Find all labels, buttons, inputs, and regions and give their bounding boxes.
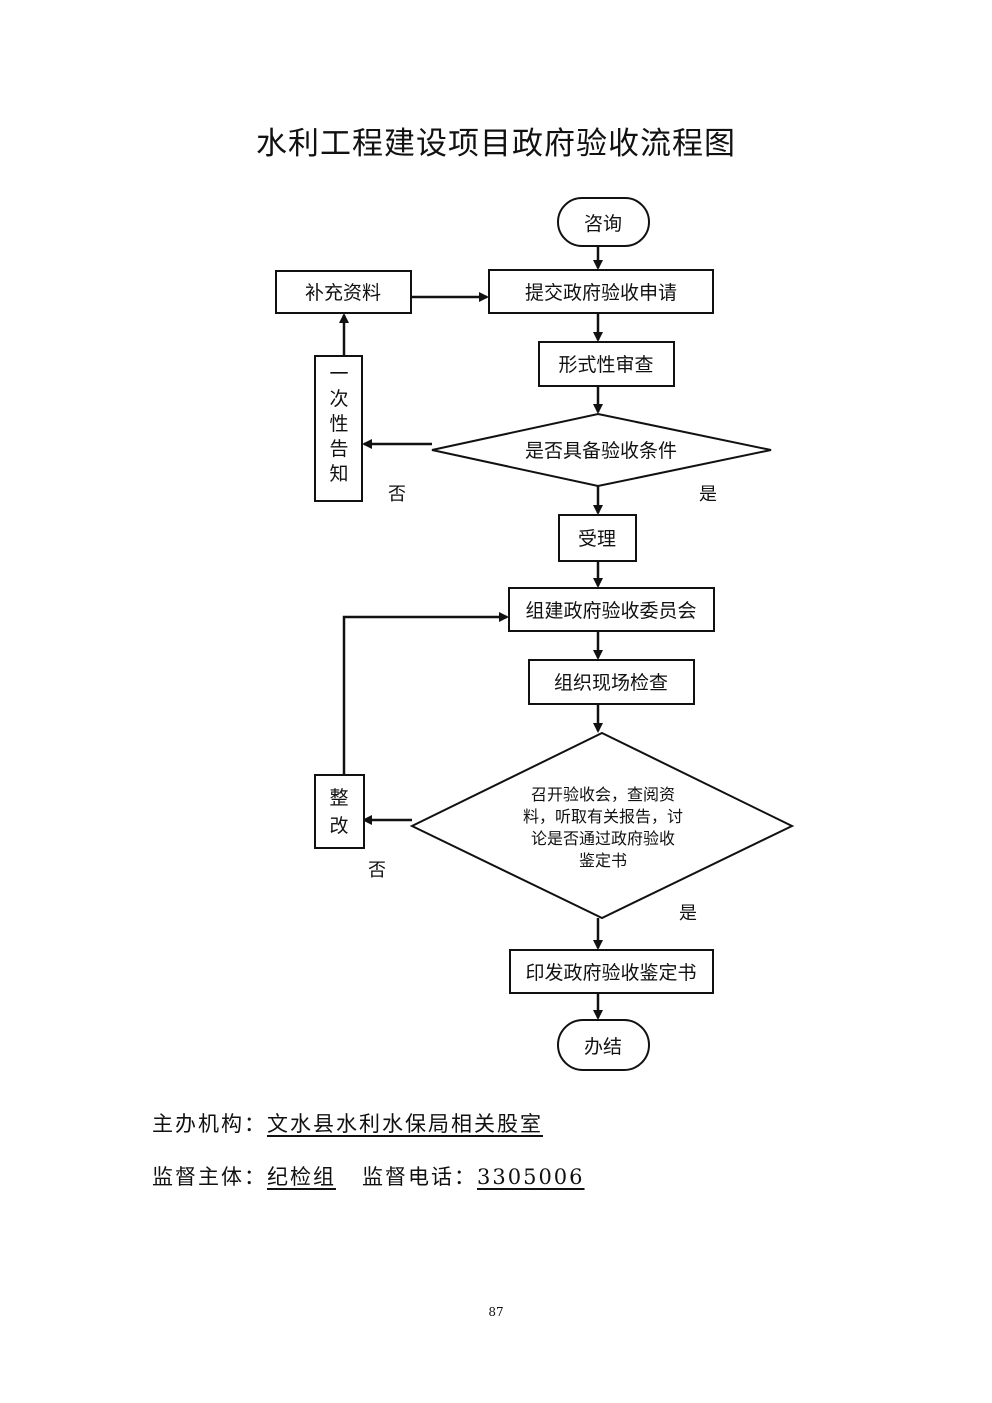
node-committee-label: 组建政府验收委员会 [525, 600, 696, 622]
supervisor-info-row: 监督主体：纪检组 监督电话：3305006 [152, 1161, 585, 1191]
node-committee: 组建政府验收委员会 [508, 587, 715, 632]
node-rectify: 整改 [314, 774, 365, 849]
node-submit: 提交政府验收申请 [488, 269, 714, 314]
phone-value: 3305006 [477, 1165, 585, 1189]
node-submit-label: 提交政府验收申请 [525, 282, 677, 304]
node-formal-review-label: 形式性审查 [558, 354, 653, 376]
page-number: 87 [488, 1305, 504, 1319]
node-accept-label: 受理 [578, 528, 616, 550]
supervisor-value: 纪检组 [267, 1165, 336, 1189]
org-label: 主办机构： [152, 1112, 267, 1136]
node-issue: 印发政府验收鉴定书 [509, 949, 714, 994]
branch-no-label-1: 否 [388, 484, 406, 505]
branch-yes-label-1: 是 [699, 484, 717, 505]
branch-yes-label-2: 是 [679, 903, 697, 924]
node-notify-label: 一次性告知 [329, 363, 348, 485]
node-notify: 一次性告知 [314, 355, 363, 502]
node-consult: 咨询 [557, 197, 650, 247]
org-info-row: 主办机构：文水县水利水保局相关股室 [152, 1108, 543, 1138]
node-finish: 办结 [557, 1019, 650, 1071]
node-accept: 受理 [558, 514, 637, 562]
node-finish-label: 办结 [584, 1036, 622, 1058]
phone-label: 监督电话： [362, 1165, 477, 1189]
node-supplement: 补充资料 [275, 270, 412, 314]
supervisor-label: 监督主体： [152, 1165, 267, 1189]
node-site-check-label: 组织现场检查 [554, 672, 668, 694]
node-meeting-label: 召开验收会，查阅资料，听取有关报告，讨论是否通过政府验收鉴定书 [523, 785, 683, 870]
node-condition-check: 是否具备验收条件 [431, 412, 772, 488]
node-meeting: 召开验收会，查阅资料，听取有关报告，讨论是否通过政府验收鉴定书 [409, 731, 795, 920]
node-condition-check-label: 是否具备验收条件 [525, 440, 677, 462]
node-site-check: 组织现场检查 [528, 659, 695, 705]
flowchart: 咨询 提交政府验收申请 补充资料 形式性审查 是否具备验收条件 一次性告知 受理… [275, 197, 795, 1071]
node-consult-label: 咨询 [584, 213, 622, 235]
node-supplement-label: 补充资料 [305, 282, 381, 304]
org-value: 文水县水利水保局相关股室 [267, 1112, 543, 1136]
node-formal-review: 形式性审查 [538, 341, 675, 387]
node-issue-label: 印发政府验收鉴定书 [525, 962, 696, 984]
page-title: 水利工程建设项目政府验收流程图 [256, 126, 736, 162]
branch-no-label-2: 否 [368, 860, 386, 881]
arrow-rectify-committee [342, 612, 509, 775]
node-rectify-label: 整改 [329, 787, 348, 837]
